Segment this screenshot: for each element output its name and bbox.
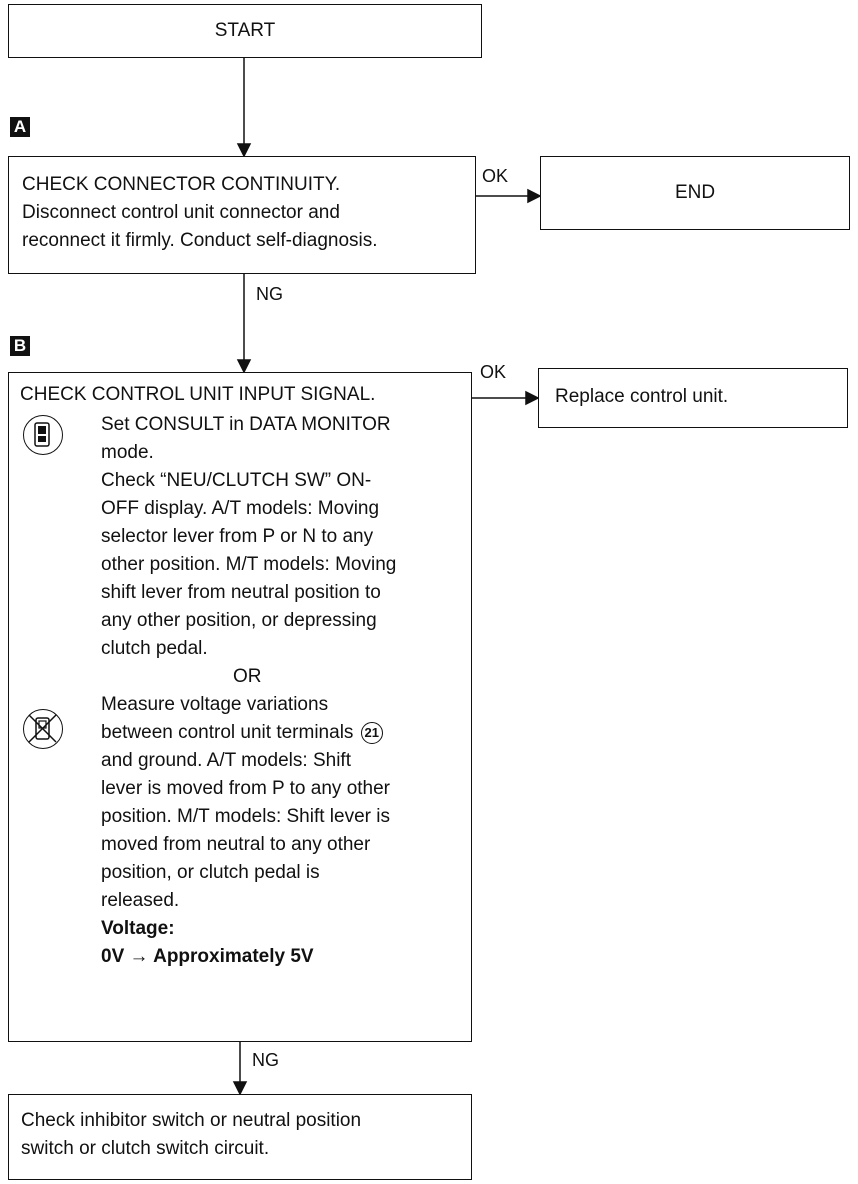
- step-b-box: CHECK CONTROL UNIT INPUT SIGNAL. Set CON…: [8, 372, 472, 1042]
- tester-line-6: moved from neutral to any other: [101, 834, 371, 855]
- consult-line-9: clutch pedal.: [101, 638, 208, 659]
- ng-label-a: NG: [256, 284, 283, 304]
- arrowhead-final: [232, 1081, 248, 1096]
- step-b-title: CHECK CONTROL UNIT INPUT SIGNAL.: [20, 384, 376, 405]
- terminal-number: 21: [364, 724, 379, 740]
- consult-line-6: other position. M/T models: Moving: [101, 554, 397, 575]
- consult-line-1: Set CONSULT in DATA MONITOR: [101, 414, 391, 435]
- consult-procedure: Set CONSULT in DATA MONITOR mode. Check …: [101, 411, 396, 663]
- tester-line-8: released.: [101, 890, 180, 911]
- voltage-label: Voltage:: [101, 918, 175, 939]
- consult-line-8: any other position, or depressing: [101, 610, 377, 631]
- step-marker-b: B: [10, 336, 30, 356]
- final-line-2: switch or clutch switch circuit.: [21, 1138, 270, 1159]
- consult-line-4: OFF display. A/T models: Moving: [101, 498, 380, 519]
- tester-procedure: Measure voltage variations between contr…: [101, 691, 390, 971]
- tester-line-7: position, or clutch pedal is: [101, 862, 320, 883]
- step-a-title: CHECK CONNECTOR CONTINUITY.: [22, 174, 341, 195]
- start-box: START: [8, 4, 482, 58]
- replace-control-unit-box: Replace control unit.: [538, 368, 848, 428]
- consult-line-3: Check “NEU/CLUTCH SW” ON-: [101, 470, 372, 491]
- consult-tester-icon: [23, 415, 63, 455]
- ok-label-a: OK: [482, 166, 509, 186]
- arrowhead-end: [527, 188, 542, 204]
- tester-line-2-text: between control unit terminals: [101, 722, 354, 743]
- replace-label: Replace control unit.: [555, 386, 729, 407]
- consult-line-5: selector lever from P or N to any: [101, 526, 374, 547]
- arrowhead-a: [236, 143, 252, 158]
- terminal-number-badge: 21: [360, 721, 383, 744]
- step-a-line-1: Disconnect control unit connector and: [22, 202, 340, 223]
- step-marker-a: A: [10, 117, 30, 137]
- start-label: START: [214, 20, 276, 41]
- check-switch-circuit-box: Check inhibitor switch or neutral positi…: [8, 1094, 472, 1180]
- final-line-1: Check inhibitor switch or neutral positi…: [21, 1110, 362, 1131]
- tester-line-2: between control unit terminals 21: [101, 719, 390, 747]
- arrowhead-b: [236, 359, 252, 374]
- tester-line-4: lever is moved from P to any other: [101, 778, 390, 799]
- step-a-box: CHECK CONNECTOR CONTINUITY. Disconnect c…: [8, 156, 476, 274]
- or-separator: OR: [233, 666, 262, 687]
- end-label: END: [674, 182, 716, 203]
- tester-line-5: position. M/T models: Shift lever is: [101, 806, 390, 827]
- step-a-line-2: reconnect it firmly. Conduct self-diagno…: [22, 230, 378, 251]
- tester-line-3: and ground. A/T models: Shift: [101, 750, 351, 771]
- arrowhead-replace: [525, 390, 540, 406]
- ng-label-b: NG: [252, 1050, 279, 1070]
- consult-line-7: shift lever from neutral position to: [101, 582, 381, 603]
- ok-label-b: OK: [480, 362, 507, 382]
- no-consult-icon: [23, 709, 63, 749]
- end-box: END: [540, 156, 850, 230]
- consult-line-2: mode.: [101, 442, 154, 463]
- voltage-value: 0V → Approximately 5V: [101, 946, 314, 967]
- tester-line-1: Measure voltage variations: [101, 694, 329, 715]
